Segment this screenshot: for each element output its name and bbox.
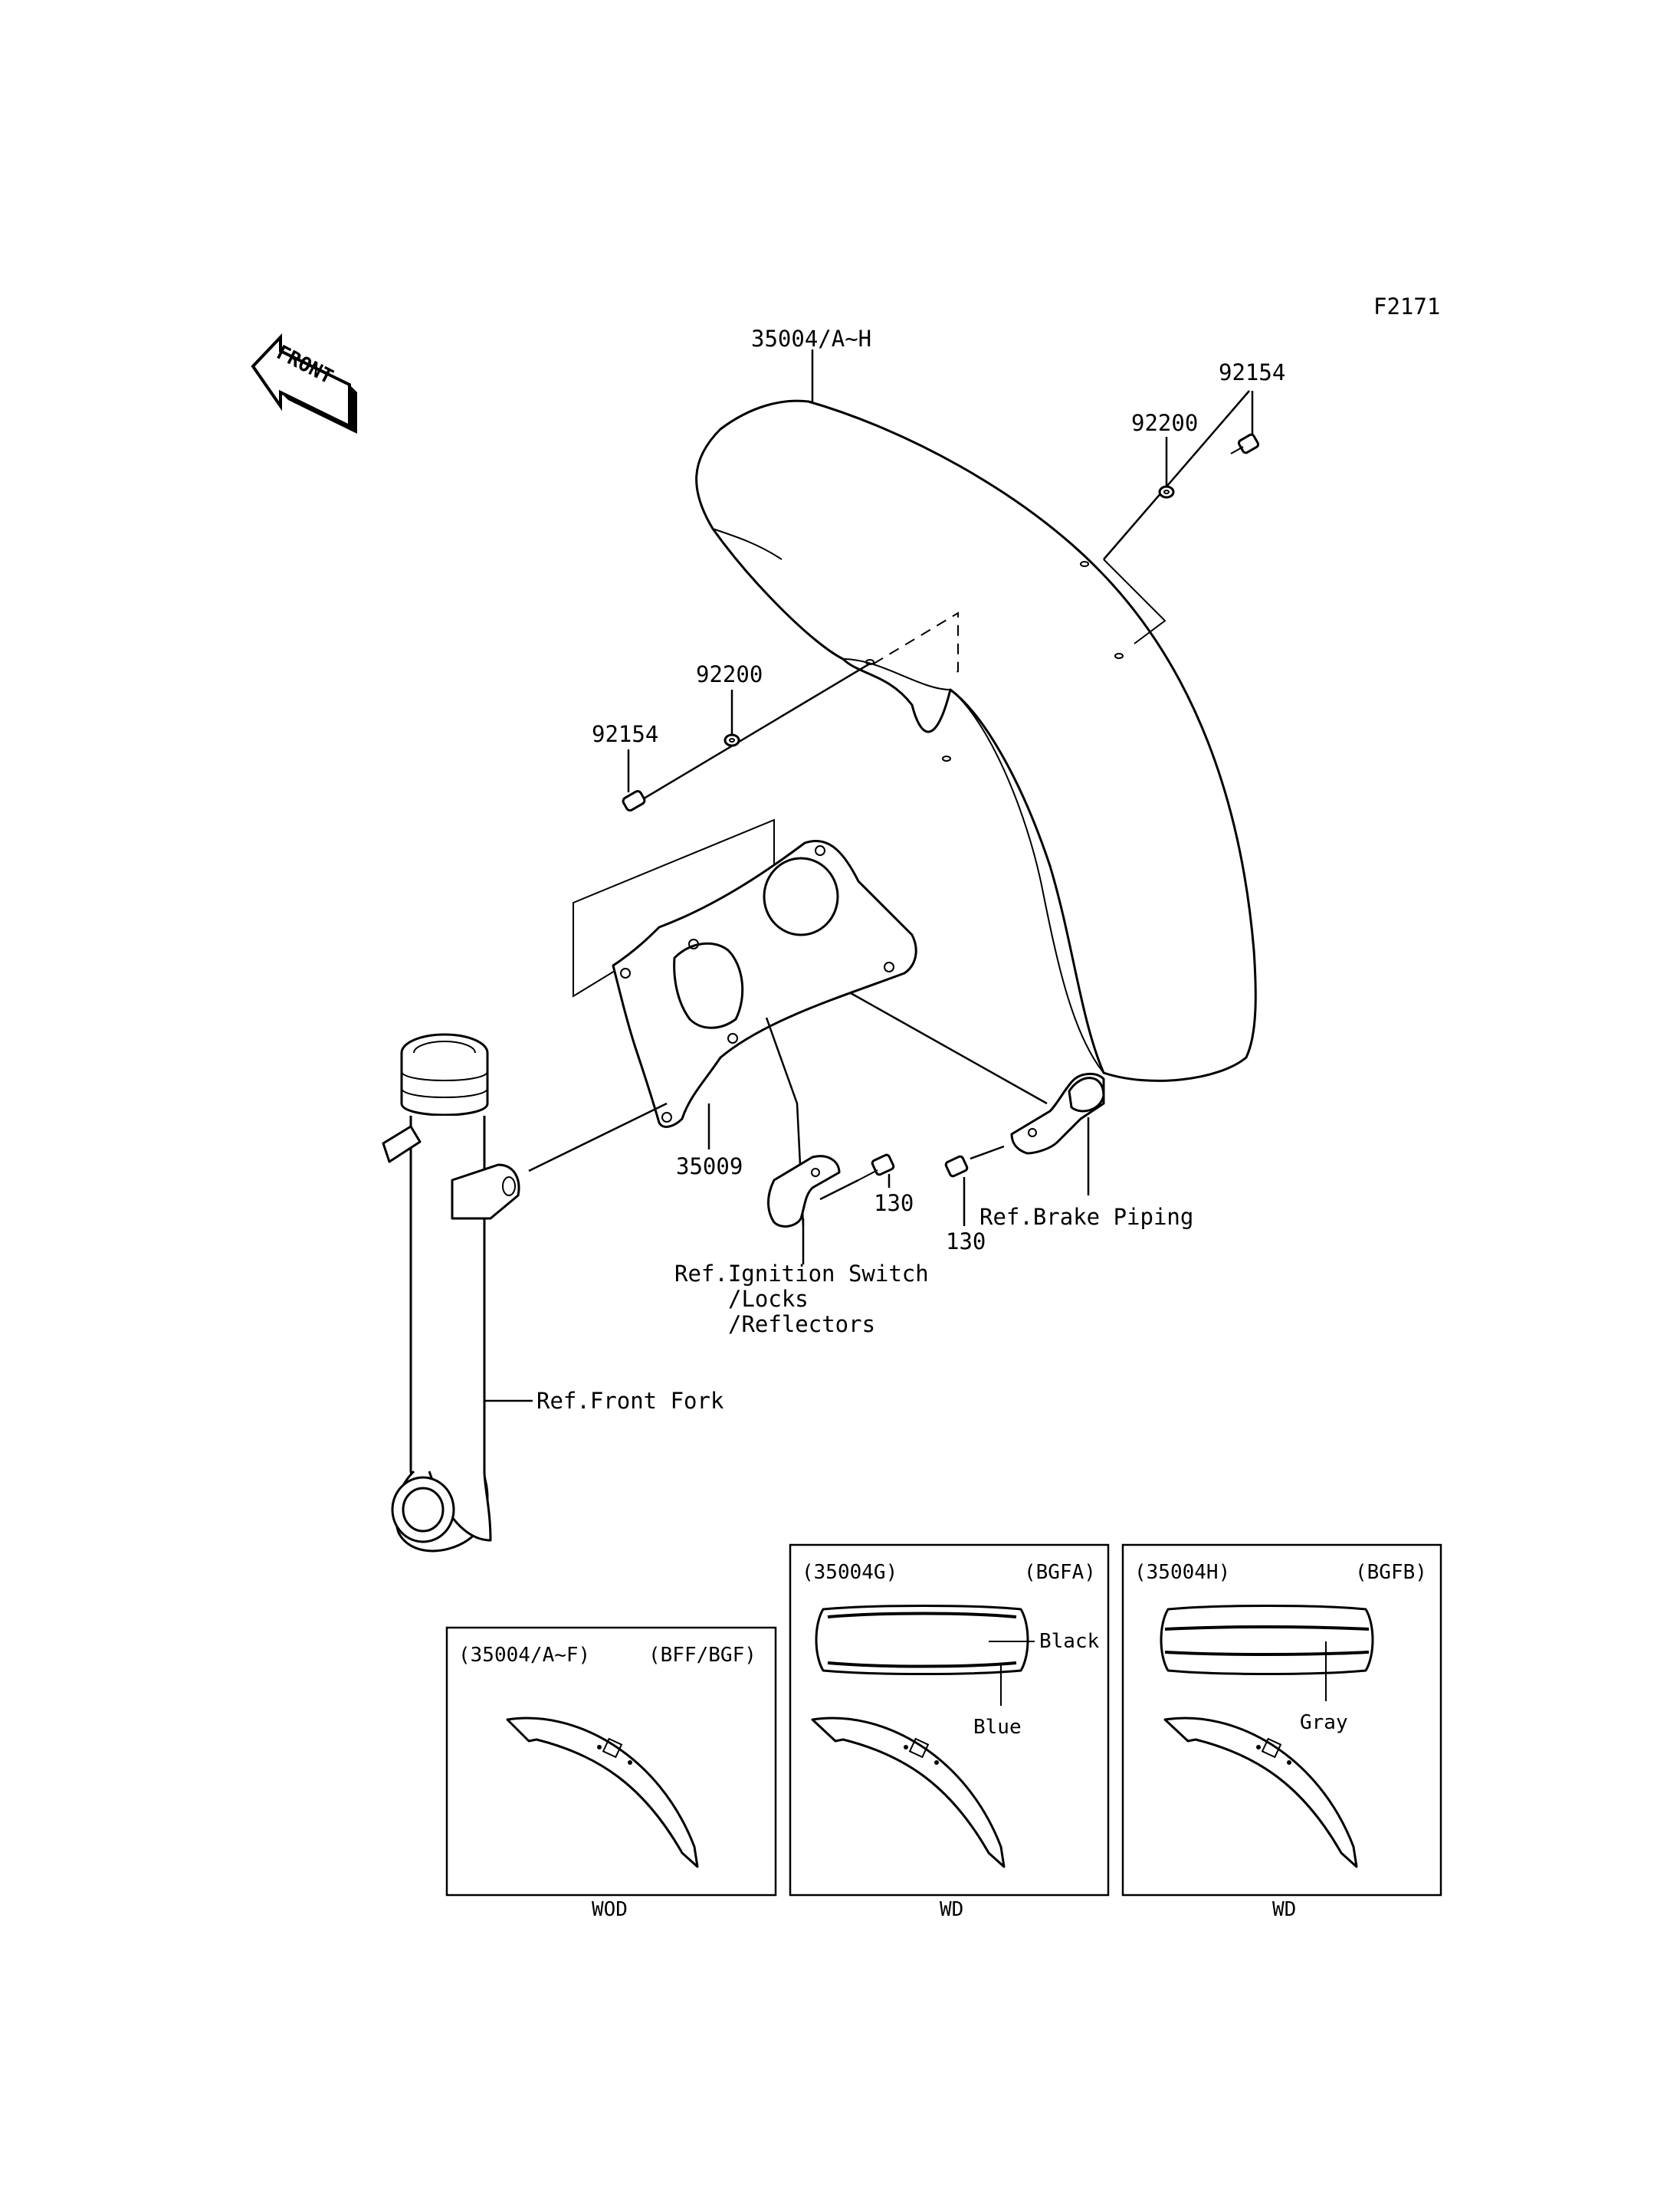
washer-right-icon [1158, 485, 1175, 499]
variant-1-footer: WOD [592, 1898, 628, 1921]
callout-fender: 35004/A~H [751, 326, 871, 352]
callout-washer-left: 92200 [696, 661, 763, 687]
front-fender [695, 399, 1257, 1082]
ref-ignition-locks: /Locks [728, 1286, 809, 1312]
leader-fork-to-bracket [528, 1102, 668, 1172]
variant-1-model: (BFF/BGF) [648, 1644, 756, 1667]
variant-2-footer: WD [940, 1898, 963, 1921]
callout-bolt-left: 92154 [592, 721, 658, 747]
variant-3-footer: WD [1272, 1898, 1296, 1921]
washer-left-icon [724, 733, 740, 747]
variant-2-part: (35004G) [802, 1561, 897, 1584]
stripe-label-gray: Gray [1300, 1711, 1348, 1734]
variant-panel-1: (35004/A~F) (BFF/BGF) WOD [445, 1626, 777, 1921]
callout-bolt-b: 130 [946, 1228, 986, 1254]
fender-bracket [612, 839, 917, 1128]
variant-1-part: (35004/A~F) [458, 1644, 590, 1667]
leader-brake-piping-line [850, 992, 1048, 1105]
front-direction-arrow-icon: FRONT [251, 333, 357, 434]
figure-code: F2171 [1373, 293, 1440, 320]
ref-brake-piping: Ref.Brake Piping [979, 1204, 1193, 1230]
bolt-right-icon [1230, 433, 1260, 454]
ref-ignition-switch: Ref.Ignition Switch [674, 1261, 929, 1287]
variant-panel-2: (35004G) (BGFA) Black Blue WD [789, 1543, 1110, 1921]
leader-bolt-130-b-target [970, 1145, 1005, 1160]
variant-panel-3: (35004H) (BGFB) Gray WD [1121, 1543, 1442, 1921]
callout-bolt-right: 92154 [1219, 359, 1285, 385]
brake-piping-clamp [1010, 1073, 1105, 1155]
callout-bracket: 35009 [676, 1153, 743, 1179]
bolt-left-icon [622, 790, 646, 812]
ref-ignition-reflectors: /Reflectors [728, 1311, 875, 1337]
callout-washer-right: 92200 [1131, 410, 1198, 436]
stripe-label-blue: Blue [973, 1716, 1022, 1739]
variant-3-part: (35004H) [1134, 1561, 1230, 1584]
stripe-label-black: Black [1039, 1630, 1100, 1653]
leader-bolt-130-a-target [819, 1179, 859, 1201]
leader-right-fastener [1103, 390, 1250, 560]
bolt-130-b-icon [944, 1155, 969, 1178]
front-fork-tube [382, 1033, 520, 1553]
reflector-bracket [767, 1155, 841, 1228]
variant-2-model: (BGFA) [1024, 1561, 1096, 1584]
leader-right-branch [1103, 559, 1166, 644]
leader-left-fastener [635, 662, 871, 805]
callout-bolt-a: 130 [874, 1190, 914, 1216]
bolt-130-a-icon [858, 1153, 895, 1181]
ref-front-fork: Ref.Front Fork [536, 1388, 724, 1414]
variant-3-model: (BGFB) [1355, 1561, 1427, 1584]
